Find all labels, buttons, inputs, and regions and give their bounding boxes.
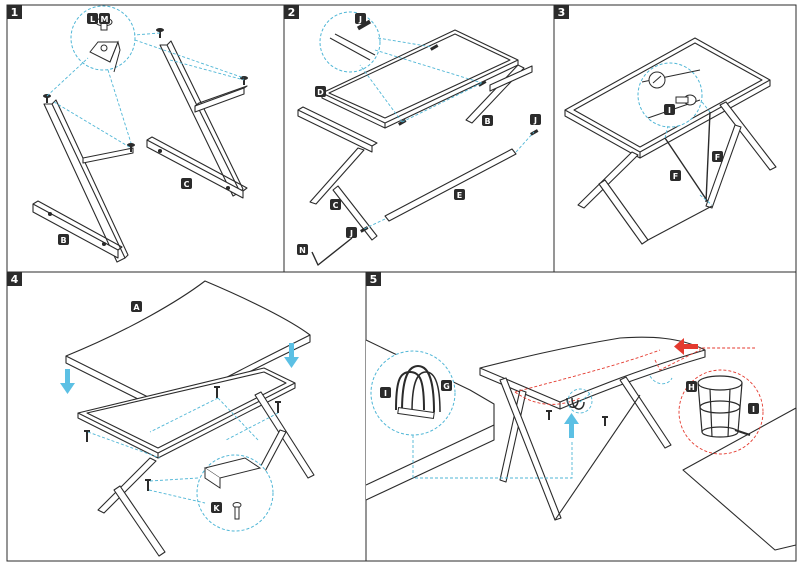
part-label-M: M	[99, 13, 110, 24]
screw-icon	[275, 401, 281, 413]
step-1-badge: 1	[7, 5, 22, 19]
screw-icon	[430, 44, 439, 51]
part-label-C: C	[330, 199, 341, 210]
panel-4-tags: A K	[131, 301, 222, 513]
part-label-H: H	[686, 381, 697, 392]
part-label-K: K	[211, 502, 222, 513]
screw-icon	[356, 19, 372, 31]
panel-4-screws	[84, 386, 281, 491]
down-arrow-icon	[284, 343, 299, 368]
panel-3-tags: I F F	[664, 104, 723, 181]
screw-icon	[546, 410, 552, 420]
panel-5-leaders	[412, 375, 673, 479]
step-5-badge: 5	[366, 272, 381, 286]
part-label-F: F	[670, 170, 681, 181]
panel-1-frame	[6, 4, 285, 273]
step-4-badge: 4	[7, 272, 22, 286]
svg-text:E: E	[457, 191, 462, 200]
part-label-I: I	[380, 387, 391, 398]
panel-5-red-callouts	[514, 347, 764, 455]
screw-icon	[602, 416, 608, 426]
step-2-badge: 2	[284, 5, 299, 19]
panel-2-leaders	[359, 37, 535, 230]
svg-text:I: I	[384, 389, 387, 398]
red-arrow-icon	[674, 338, 698, 355]
part-label-I: I	[748, 403, 759, 414]
screw-icon	[530, 129, 539, 136]
svg-text:A: A	[133, 303, 140, 312]
panel-1-leaders	[46, 32, 245, 149]
panel-1-screws	[43, 28, 248, 152]
screw-icon	[214, 386, 220, 398]
part-label-E: E	[454, 189, 465, 200]
screw-icon	[478, 80, 487, 87]
up-arrow-icon	[564, 413, 579, 438]
cup-holder-icon	[697, 375, 751, 438]
svg-text:J: J	[349, 229, 353, 238]
panel-3-leaders	[664, 101, 713, 206]
part-label-B: B	[58, 234, 69, 245]
step-badges: 1 2 3 4 5	[7, 5, 569, 286]
part-label-I: I	[664, 104, 675, 115]
panel-2-drawing	[297, 29, 533, 266]
panel-1-drawing	[32, 40, 248, 263]
svg-text:B: B	[60, 236, 66, 245]
screw-icon	[156, 28, 164, 38]
part-label-G: G	[441, 380, 452, 391]
step-5-number: 5	[370, 273, 378, 286]
svg-text:N: N	[299, 246, 306, 255]
bolt-icon	[675, 94, 697, 106]
screw-icon	[232, 502, 242, 520]
svg-text:F: F	[673, 172, 678, 181]
panel-5-screws	[546, 410, 608, 426]
panel-1-tags: L M B C	[58, 13, 192, 245]
panel-4-arrows	[60, 343, 299, 394]
part-label-J: J	[530, 114, 541, 125]
panel-2-tags: J D B C E J J N	[297, 13, 541, 255]
panel-5-tags: I G H I	[380, 380, 759, 414]
svg-text:C: C	[184, 180, 190, 189]
svg-text:J: J	[358, 15, 362, 24]
screw-icon	[43, 94, 51, 103]
svg-text:K: K	[213, 504, 220, 513]
step-4-number: 4	[11, 273, 19, 286]
svg-text:I: I	[668, 106, 671, 115]
step-1-number: 1	[11, 6, 19, 19]
svg-text:I: I	[752, 405, 755, 414]
screw-icon	[127, 143, 135, 152]
panel-3-detail-callout	[637, 62, 703, 128]
part-label-A: A	[131, 301, 142, 312]
part-label-F: F	[712, 151, 723, 162]
svg-text:D: D	[317, 88, 324, 97]
part-label-J: J	[355, 13, 366, 24]
hook-icon	[566, 397, 585, 410]
step-3-badge: 3	[554, 5, 569, 19]
part-label-B: B	[482, 115, 493, 126]
part-label-J: J	[346, 227, 357, 238]
part-label-L: L	[87, 13, 98, 24]
step-3-number: 3	[558, 6, 566, 19]
panel-4-detail-callout	[196, 454, 274, 532]
down-arrow-icon	[60, 369, 75, 394]
svg-text:M: M	[101, 15, 109, 24]
part-label-D: D	[315, 86, 326, 97]
step-2-number: 2	[288, 6, 296, 19]
svg-text:J: J	[533, 116, 537, 125]
svg-text:F: F	[715, 153, 720, 162]
panel-4-leaders	[87, 397, 279, 504]
svg-text:B: B	[484, 117, 490, 126]
screw-icon	[84, 430, 90, 442]
panel-2-detail-callout	[319, 11, 381, 73]
svg-text:H: H	[688, 383, 695, 392]
svg-text:C: C	[333, 201, 339, 210]
svg-text:G: G	[443, 382, 450, 391]
panel-5-hook-callout	[370, 350, 456, 436]
part-label-C: C	[181, 178, 192, 189]
svg-text:L: L	[90, 15, 95, 24]
panel-4-drawing	[65, 280, 315, 557]
screw-icon	[145, 479, 151, 491]
part-label-N: N	[297, 244, 308, 255]
